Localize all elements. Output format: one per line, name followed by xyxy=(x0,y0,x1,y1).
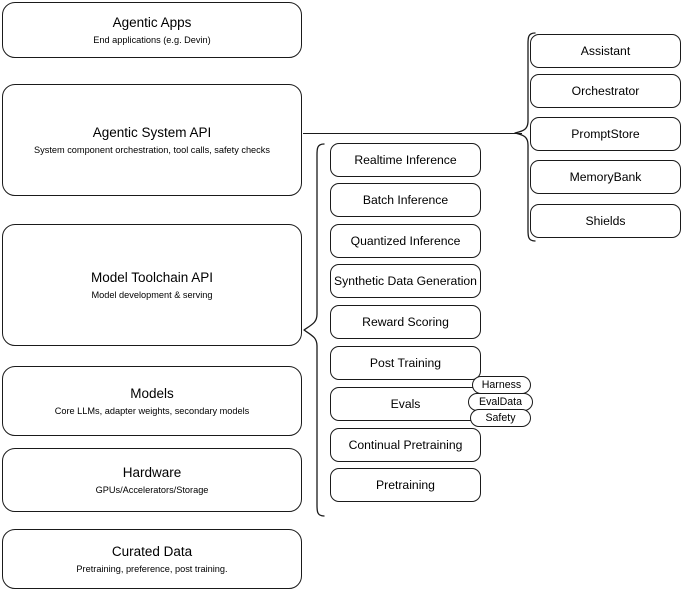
system-chip-promptstore[interactable]: PromptStore xyxy=(530,117,681,151)
layer-title: Agentic System API xyxy=(92,124,212,140)
chip-label: Quantized Inference xyxy=(350,234,461,248)
chip-label: Assistant xyxy=(580,44,631,58)
toolchain-chip-pretraining[interactable]: Pretraining xyxy=(330,468,481,502)
layer-box-models[interactable]: Models Core LLMs, adapter weights, secon… xyxy=(2,366,302,436)
layer-subtitle: Model development & serving xyxy=(91,289,213,300)
system-chip-orchestrator[interactable]: Orchestrator xyxy=(530,74,681,108)
mini-label: Harness xyxy=(481,378,522,391)
evals-subcomponent-harness[interactable]: Harness xyxy=(472,376,531,394)
mini-label: EvalData xyxy=(479,395,522,408)
evals-subcomponent-safety[interactable]: Safety xyxy=(470,409,531,427)
brace-system-components xyxy=(514,32,536,242)
chip-label: MemoryBank xyxy=(569,170,642,184)
chip-label: Reward Scoring xyxy=(362,315,449,329)
chip-label: Batch Inference xyxy=(362,193,449,207)
layer-subtitle: Core LLMs, adapter weights, secondary mo… xyxy=(54,405,250,416)
layer-box-model-toolchain-api[interactable]: Model Toolchain API Model development & … xyxy=(2,224,302,346)
layer-subtitle: System component orchestration, tool cal… xyxy=(34,144,270,155)
toolchain-chip-continual-pretraining[interactable]: Continual Pretraining xyxy=(330,428,481,462)
layer-subtitle: GPUs/Accelerators/Storage xyxy=(95,484,209,495)
chip-label: Post Training xyxy=(369,356,442,370)
brace-toolchain-components xyxy=(303,143,325,517)
system-chip-assistant[interactable]: Assistant xyxy=(530,34,681,68)
chip-label: Orchestrator xyxy=(571,84,640,98)
connector-line-system-api-to-components xyxy=(303,133,522,135)
layer-subtitle: End applications (e.g. Devin) xyxy=(93,34,211,45)
layer-title: Agentic Apps xyxy=(112,14,192,30)
layer-title: Hardware xyxy=(122,464,182,480)
layer-box-curated-data[interactable]: Curated Data Pretraining, preference, po… xyxy=(2,529,302,589)
system-chip-shields[interactable]: Shields xyxy=(530,204,681,238)
toolchain-chip-batch-inference[interactable]: Batch Inference xyxy=(330,183,481,217)
toolchain-chip-post-training[interactable]: Post Training xyxy=(330,346,481,380)
toolchain-chip-reward-scoring[interactable]: Reward Scoring xyxy=(330,305,481,339)
layer-box-agentic-system-api[interactable]: Agentic System API System component orch… xyxy=(2,84,302,196)
mini-label: Safety xyxy=(485,411,516,424)
chip-label: Shields xyxy=(585,214,626,228)
toolchain-chip-synthetic-data-generation[interactable]: Synthetic Data Generation xyxy=(330,264,481,298)
layer-title: Models xyxy=(130,385,174,401)
toolchain-chip-realtime-inference[interactable]: Realtime Inference xyxy=(330,143,481,177)
chip-label: Continual Pretraining xyxy=(348,438,463,452)
chip-label: PromptStore xyxy=(571,127,640,141)
toolchain-chip-quantized-inference[interactable]: Quantized Inference xyxy=(330,224,481,258)
system-chip-memorybank[interactable]: MemoryBank xyxy=(530,160,681,194)
layer-title: Model Toolchain API xyxy=(90,269,214,285)
layer-subtitle: Pretraining, preference, post training. xyxy=(76,563,228,574)
toolchain-chip-evals[interactable]: Evals xyxy=(330,387,481,421)
chip-label: Evals xyxy=(390,397,421,411)
chip-label: Realtime Inference xyxy=(354,153,457,167)
layer-title: Curated Data xyxy=(111,543,193,559)
layer-box-hardware[interactable]: Hardware GPUs/Accelerators/Storage xyxy=(2,448,302,512)
layer-box-agentic-apps[interactable]: Agentic Apps End applications (e.g. Devi… xyxy=(2,2,302,58)
chip-label: Synthetic Data Generation xyxy=(334,274,477,288)
chip-label: Pretraining xyxy=(376,478,435,492)
